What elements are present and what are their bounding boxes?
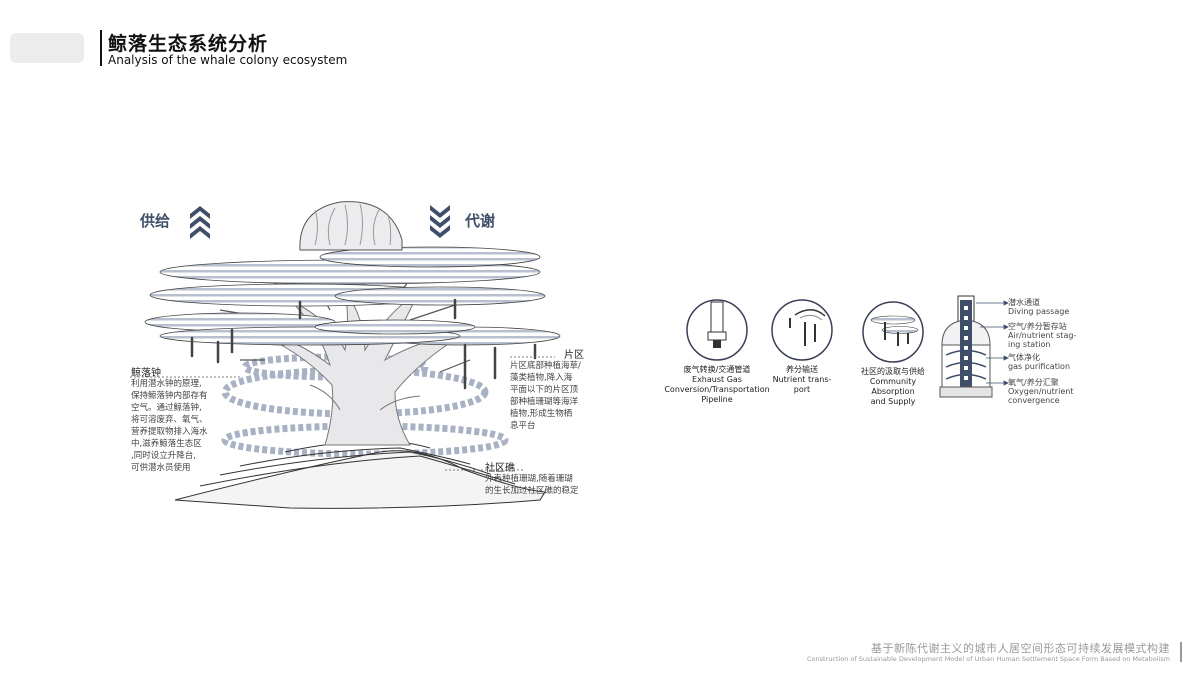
page-title: 鲸落生态系统分析	[108, 33, 269, 55]
oxygen-tower	[939, 295, 1009, 398]
reef-annotation-body: 外表种植珊瑚,随着珊瑚 的生长加过社区礁的稳定	[485, 474, 579, 496]
footer-title-cn: 基于新陈代谢主义的城市人居空间形态可持续发展模式构建	[871, 642, 1170, 655]
tower-label-diving: 潜水通道 Diving passage	[1008, 298, 1070, 316]
community-reef-base	[174, 439, 546, 509]
legend-item-pipeline: 废气转换/交通管道 Exhaust Gas Conversion/Transpo…	[664, 365, 770, 404]
legend-item-nutrient: 养分输送 Nutrient trans- port	[772, 365, 832, 394]
footer-title-en: Construction of Sustainable Development …	[807, 655, 1170, 663]
bell-annotation-title: 鲸落钟	[131, 368, 161, 379]
bell-annotation-body: 利用潜水钟的原理, 保持鲸落钟内部存有 空气。通过鲸落钟, 将可溶废弃、氧气、 …	[131, 379, 208, 473]
legend-item-community: 社区的汲取与供给 Community Absorption and Supply	[861, 367, 925, 406]
page-subtitle: Analysis of the whale colony ecosystem	[108, 53, 348, 67]
district-discs	[144, 246, 561, 346]
leader-lines	[130, 356, 555, 471]
reef-annotation-title: 社区礁	[485, 463, 515, 474]
tree-trunk	[249, 289, 471, 446]
hanging-pipes	[190, 298, 537, 390]
tower-label-staging: 空气/养分暂存站 Air/nutrient stag- ing station	[1008, 322, 1077, 349]
district-annotation-body: 片区底部种植海草/ 藻类植物,降入海 平面以下的片区顶 部种植珊瑚等海洋 植物,…	[510, 361, 581, 431]
footer-divider	[1180, 642, 1182, 662]
metabolism-chevrons-icon	[430, 205, 450, 238]
header-pill	[10, 33, 84, 63]
whale-bell-dome	[299, 201, 403, 251]
tower-label-convergence: 氧气/养分汇聚 Oxygen/nutrient convergence	[1008, 378, 1074, 405]
legend-icons	[686, 299, 924, 363]
supply-label: 供给	[140, 212, 171, 230]
tower-label-purification: 气体净化 gas purification	[1008, 353, 1071, 371]
metabolism-label: 代谢	[465, 212, 496, 230]
header-divider	[100, 30, 102, 66]
district-annotation-title: 片区	[564, 350, 584, 361]
supply-chevrons-icon	[190, 206, 210, 239]
